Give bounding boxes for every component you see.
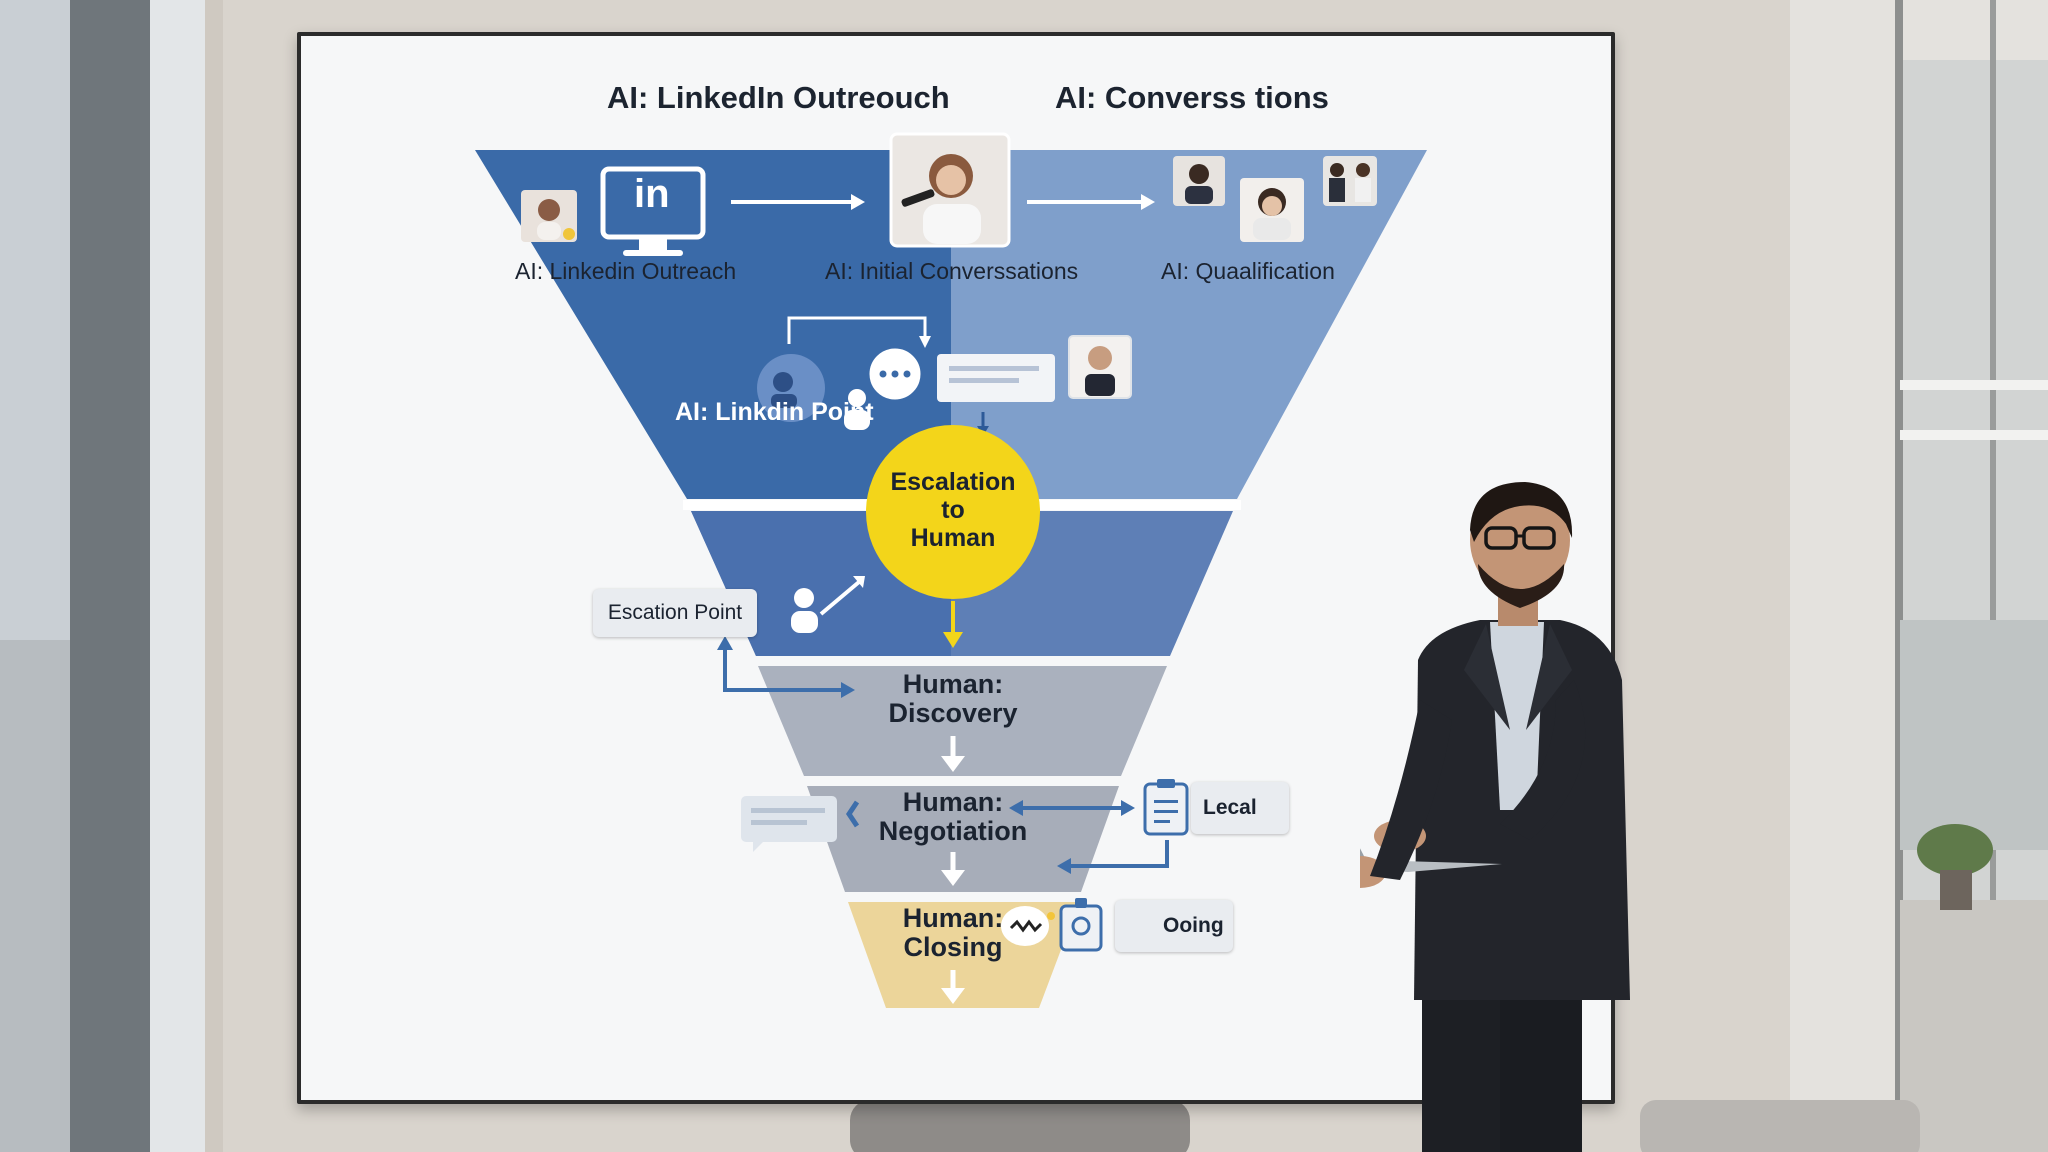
funnel-negotiation-band [807,786,1119,892]
handshake-photo [1323,156,1377,206]
woman-microphone-photo [889,132,1011,248]
stage-human-closing: Human: Closing [902,903,1004,962]
signature-bubble-icon [1001,906,1055,946]
linkedin-logo: in [634,172,670,216]
arrow-down-icon [941,756,965,772]
woman-headset-photo [521,190,577,242]
presenter-with-laptop [1360,482,1630,1152]
double-arrow-icon [1121,800,1135,816]
stage-human-negotiation: Human: Negotiation [878,787,1028,846]
presenter-hair [1470,482,1573,542]
legal-callout: Lecal [1191,782,1289,834]
label-ai-initial-conversations: AI: Initial Converssations [825,258,1079,284]
document-badge-icon [1059,898,1103,952]
linkedin-monitor-icon [600,166,706,256]
glasses-icon [1522,526,1556,550]
heading-conversations: AI: Converss tions [1055,80,1329,115]
label-ai-linkedin-outreach: AI: Linkedin Outreach [515,258,737,284]
escalation-arrow-icon [853,576,865,588]
ongoing-callout: Ooing [1115,900,1233,952]
presentation-screen: AI: LinkedIn Outreouch AI: Converss tion… [297,32,1615,1104]
label-ai-qualification: AI: Quaalification [1161,258,1335,284]
shirt [1490,622,1544,810]
label-ai-linkedin-point: AI: Linkdin Point [675,398,874,426]
funnel-ai-left-section [475,150,951,499]
laptop-screen [1360,848,1366,861]
escalation-person-icon [791,588,818,633]
sales-funnel-diagram [475,132,1427,1008]
stage-human-discovery: Human: Discovery [888,669,1018,728]
funnel-ai-right-section [951,150,1427,499]
person-icon [844,389,870,430]
escalation-point-callout: Escation Point [593,589,757,637]
presenter-beard [1478,564,1565,608]
plant [1917,824,1993,876]
chat-bubble-icon [866,345,924,403]
group-chat-icon [757,354,825,422]
escalation-to-human-badge [866,425,1040,599]
woman-headset-photo-2 [1173,156,1225,206]
window-frame [70,0,150,1152]
chevron-left-icon [845,800,860,828]
man-beard-photo [1068,335,1132,399]
escalation-badge-text: Escalation to Human [890,468,1016,552]
clipboard-icon [1143,779,1189,836]
arrow-down-icon [941,870,965,886]
negotiation-message-card [741,796,837,852]
arrow-down-icon [941,988,965,1004]
chair-back [850,1100,1190,1152]
woman-glasses-photo [1240,178,1304,242]
funnel-discovery-band [758,666,1167,776]
heading-linkedin-outreach: AI: LinkedIn Outreouch [607,80,950,115]
message-card-icon [937,354,1055,402]
